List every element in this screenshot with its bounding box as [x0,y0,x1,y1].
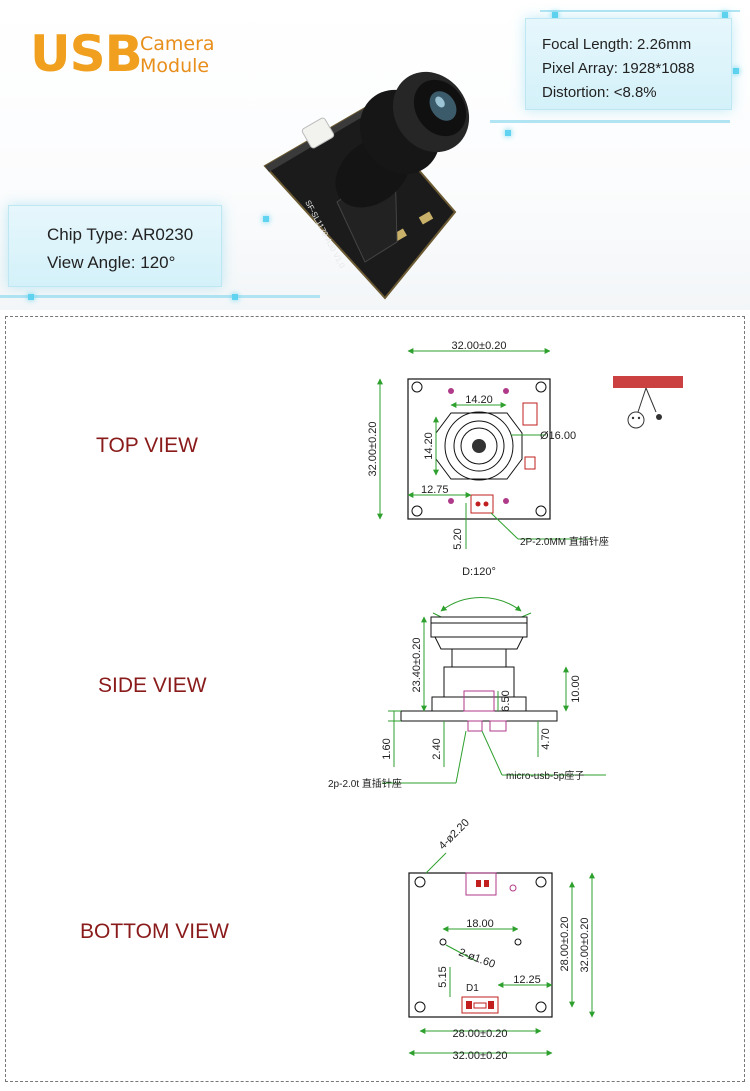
bv-dim-pitch-y: 28.00±0.20 [559,917,571,972]
decor-bar [490,120,730,123]
logo-stamp [613,376,683,429]
bv-dim-usb-x: 12.25 [513,974,541,986]
dimension-drawing: 32.00±0.20 32.00±0.20 14.20 14.20 Ø16.00… [328,340,683,1062]
spec-chip-type: Chip Type: AR0230 [47,225,194,244]
bv-dim-inner-w: 18.00 [466,918,494,930]
side-view-label: SIDE VIEW [98,674,207,697]
sparkle [28,294,34,300]
tv-dim-height: 32.00±0.20 [367,422,379,477]
tv-dim-hole-y: 14.20 [423,432,435,460]
sv-dim-height: 23.40±0.20 [411,638,423,693]
spec-pixel-array: Pixel Array: 1928*1088 [542,60,695,77]
decor-bar [540,10,740,12]
sparkle [505,130,511,136]
spec-box-optics: Focal Length: 2.26mm Pixel Array: 1928*1… [525,18,732,110]
bottom-view: D1 4-ø2.20 18.00 2-ø1.60 5.15 12.25 28.0… [408,817,595,1062]
sv-note-usb: micro-usb-5p座子 [506,769,584,782]
sv-note-2p: 2p-2.0t 直插针座 [328,777,402,790]
tv-dim-hole-x: 14.20 [465,394,493,406]
side-view: D:120° 23.40±0.20 10.00 6.50 1.60 2.40 4… [328,566,606,790]
spec-view-angle: View Angle: 120° [47,253,176,272]
sparkle [733,68,739,74]
sv-dim-conn-h: 6.50 [500,690,512,711]
top-view: 32.00±0.20 32.00±0.20 14.20 14.20 Ø16.00… [367,340,683,550]
tv-dim-lens: Ø16.00 [540,430,576,442]
sv-lens-cap [430,616,528,638]
spec-focal-length: Focal Length: 2.26mm [542,36,692,53]
decor-bar [0,295,320,298]
sparkle [232,294,238,300]
tv-dim-offset-y: 5.20 [452,528,464,549]
tv-connector [470,494,494,514]
bv-dim-usb-y: 5.15 [437,966,449,987]
brand-module: Module [140,55,210,77]
sv-lens-body [451,648,507,668]
bv-micro-usb [461,996,499,1014]
bv-dim-height: 32.00±0.20 [579,918,591,973]
sv-holder [443,666,515,698]
tv-lens [444,411,514,481]
tv-connector-note: 2P-2.0MM 直插针座 [520,535,609,548]
camera-module-photo: SF-SL1170-A30 V1.0 [263,71,470,300]
sparkle [552,12,558,18]
bottom-view-label: BOTTOM VIEW [80,920,229,943]
sv-dim-angle: D:120° [462,566,496,578]
spec-box-sensor: Chip Type: AR0230 View Angle: 120° [8,205,222,287]
spec-distortion: Distortion: <8.8% [542,84,657,101]
top-view-label: TOP VIEW [96,434,198,457]
tv-dim-offset-x: 12.75 [421,484,449,496]
bv-dim-pitch-x: 28.00±0.20 [453,1028,508,1040]
tv-dim-width: 32.00±0.20 [452,340,507,352]
bv-connector [465,872,497,896]
bv-dim-width: 32.00±0.20 [453,1050,508,1062]
sparkle [722,12,728,18]
sv-dim-pin: 2.40 [431,738,443,759]
sparkle [263,216,269,222]
sv-dim-pcb: 1.60 [381,738,393,759]
bv-part-label: D1 [466,983,479,994]
bv-dim-holes: 4-ø2.20 [437,817,472,852]
sv-pcb [400,710,558,722]
product-header: USB Camera Module Focal Length: 2.26mm P… [0,0,750,310]
brand-usb: USB [30,25,143,83]
brand-camera: Camera [140,33,215,55]
sv-dim-lens-h: 10.00 [570,675,582,703]
connector-2p [301,117,335,149]
technical-drawing: TOP VIEW SIDE VIEW BOTTOM VIEW 32.00± [5,316,745,1082]
sv-dim-usb: 4.70 [540,728,552,749]
